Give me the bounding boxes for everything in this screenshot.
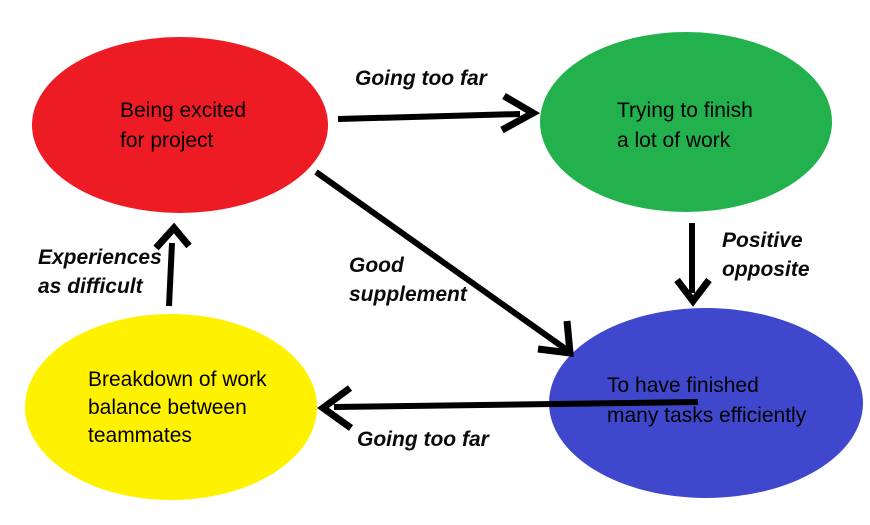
edge-label-good-supplement: Good supplement [349,254,467,306]
arrow-trying-to-finished [674,223,712,307]
node-label-finished-tasks: To have finished many tasks efficiently [607,374,807,427]
arrow-head [674,277,712,307]
node-label-trying-to-finish: Trying to finish a lot of work [617,99,753,152]
arrow-line [314,169,569,353]
arrow-head [317,385,354,431]
node-label-being-excited: Being excited for project [120,99,247,152]
arrow-excited-to-finished [314,169,574,358]
edge-label-positive-opposite: Positive opposite [722,229,810,281]
arrow-excited-to-trying [337,92,541,134]
edge-label-going-too-far-bottom: Going too far [357,428,489,451]
edge-label-experiences-as-difficult: Experiences as difficult [38,246,162,298]
arrow-line [337,111,521,122]
arrow-finished-to-breakdown [317,385,699,431]
edge-label-going-too-far-top: Going too far [355,67,487,90]
arrow-head [500,92,541,134]
node-trying-to-finish [540,32,832,212]
node-label-breakdown: Breakdown of work balance between teamma… [88,368,267,447]
arrow-line [333,399,699,410]
arrow-head [153,222,192,251]
arrow-line [166,242,175,307]
node-being-excited [32,37,328,213]
node-breakdown [25,314,317,500]
arrow-head [537,320,574,358]
node-finished-tasks [549,308,863,498]
arrow-breakdown-to-excited [153,222,192,307]
